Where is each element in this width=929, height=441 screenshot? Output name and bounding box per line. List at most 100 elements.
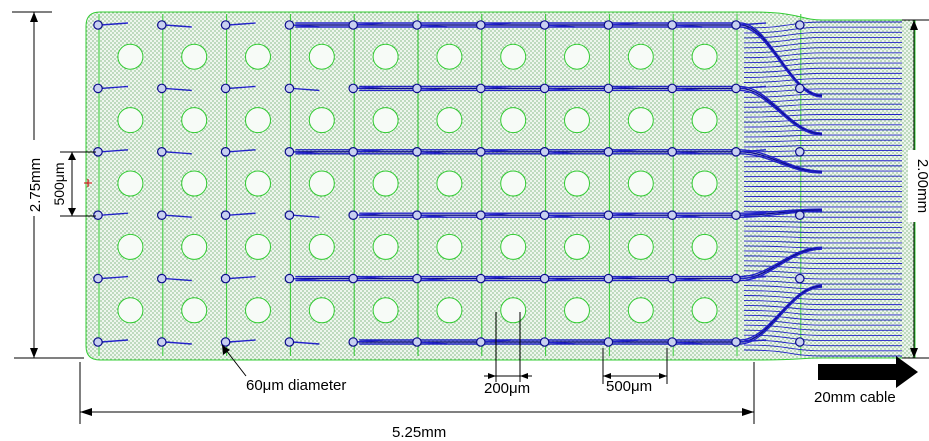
height-dimension-left <box>12 11 84 359</box>
well-circle <box>117 43 144 70</box>
electrode-pad <box>731 83 741 94</box>
electrode-pad <box>412 83 422 94</box>
electrode-pad <box>220 20 231 30</box>
trace-link <box>483 212 511 216</box>
well-circle <box>308 297 335 324</box>
electrode-pad <box>157 147 167 157</box>
cable-trace <box>743 165 902 168</box>
trace-link <box>675 151 703 155</box>
trace-link <box>292 341 320 345</box>
electrode-pad <box>284 210 295 220</box>
cable-trace <box>743 124 902 128</box>
electrode-pad <box>603 210 614 220</box>
electrode-pad <box>157 210 167 220</box>
trace-link <box>419 151 448 155</box>
cable-trace <box>743 67 902 74</box>
electrode-pad <box>475 337 486 347</box>
electrode-pad <box>731 147 741 157</box>
cable-trace <box>743 26 902 34</box>
cable-trace <box>743 155 902 158</box>
well-circle <box>117 297 144 324</box>
trace-link <box>675 24 703 28</box>
trace-link <box>483 85 511 90</box>
trace-link <box>292 24 320 28</box>
well-circle <box>691 297 718 324</box>
electrode-pad <box>412 337 422 347</box>
well-circle <box>564 297 590 324</box>
well-circle <box>245 233 271 260</box>
trace-link <box>419 214 448 218</box>
cable-trace <box>743 36 902 44</box>
cable-trace <box>743 290 902 295</box>
well-circle <box>500 170 527 197</box>
well-circle <box>181 233 208 260</box>
trace-link <box>100 149 129 153</box>
electrode-pad <box>731 210 741 220</box>
electrode-pad <box>284 337 295 347</box>
trace-line <box>359 210 823 218</box>
cable-trace <box>743 119 902 123</box>
trace-link <box>611 212 639 216</box>
cable-trace <box>743 150 902 153</box>
well-circle <box>627 170 654 197</box>
cable-trace <box>743 114 902 118</box>
cable-trace <box>743 139 902 143</box>
well-circle <box>436 107 463 134</box>
electrode-pads <box>93 20 805 347</box>
cable-trace <box>743 205 902 208</box>
cable-trace <box>743 78 902 83</box>
trace-link <box>164 277 192 282</box>
well-circle <box>500 297 527 324</box>
electrode-pad <box>157 273 167 284</box>
well-circle <box>500 107 527 134</box>
cable-trace <box>743 260 902 264</box>
cable-trace <box>743 83 902 88</box>
height-dimension-right <box>902 19 929 359</box>
cable-trace <box>743 230 902 234</box>
cable-trace <box>743 225 902 228</box>
cable-trace <box>743 314 902 321</box>
trace-line <box>295 248 823 282</box>
well-circle <box>627 107 654 134</box>
trace-link <box>419 277 448 282</box>
cable-trace <box>743 144 902 148</box>
electrode-pad <box>93 20 103 30</box>
width-label: 5.25mm <box>392 424 446 441</box>
electrode-pad <box>603 273 614 284</box>
cable-label: 20mm cable <box>814 389 896 406</box>
cable-trace <box>743 300 902 306</box>
electrode-pad <box>284 83 295 94</box>
well-circle <box>436 170 463 197</box>
electrode-pad <box>475 147 486 157</box>
electrode-pad <box>539 83 550 94</box>
trace-link <box>611 22 639 26</box>
electrode-pad <box>93 83 103 94</box>
trace-link <box>419 24 448 28</box>
cable-trace <box>743 344 902 352</box>
electrode-pad <box>348 147 358 157</box>
electrode-pad <box>220 337 231 347</box>
electrode-pad <box>603 147 614 157</box>
trace-link <box>356 149 384 153</box>
cable-trace <box>743 31 902 39</box>
electrode-pad <box>284 273 295 284</box>
cable-trace <box>743 72 902 78</box>
electrode-pad <box>93 210 103 220</box>
electrode-pad <box>667 337 677 347</box>
electrode-pad <box>220 210 231 220</box>
trace-link <box>228 85 256 90</box>
electrode-pad <box>220 273 231 284</box>
conductor-traces <box>100 22 823 345</box>
height-label-right: 2.00mm <box>914 159 929 213</box>
cable-trace <box>743 108 902 113</box>
horizontal-pitch-label: 500μm <box>606 378 652 395</box>
well-circle <box>372 297 399 324</box>
cable-trace <box>743 319 902 326</box>
cable-trace <box>743 240 902 244</box>
trace-link <box>164 214 192 218</box>
trace-link <box>100 85 129 90</box>
cable-trace <box>743 324 902 331</box>
cable-trace <box>743 42 902 49</box>
trace-link <box>164 87 192 92</box>
cable-trace <box>743 170 902 173</box>
